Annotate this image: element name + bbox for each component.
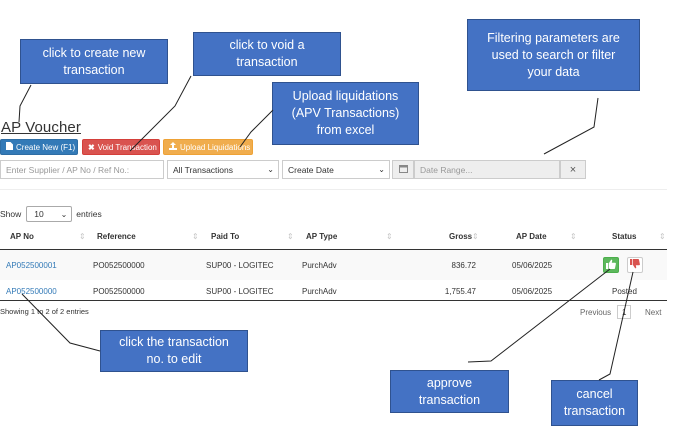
calendar-addon[interactable] (392, 160, 414, 179)
date-type-value: Create Date (288, 164, 334, 175)
divider (0, 189, 667, 190)
search-placeholder: Enter Supplier / AP No / Ref No.: (6, 164, 130, 175)
table-header-border (0, 249, 667, 250)
reference-cell: PO052500000 (93, 261, 145, 270)
status-badge: Posted (612, 287, 637, 296)
times-icon: ✖ (88, 142, 95, 152)
calendar-icon (398, 164, 408, 175)
sort-icon: ⇕ (570, 232, 577, 241)
sort-icon: ⇕ (79, 232, 86, 241)
date-range-placeholder: Date Range... (420, 164, 473, 175)
page-title: AP Voucher (1, 119, 81, 136)
page-size-value: 10 (34, 209, 44, 219)
previous-button[interactable]: Previous (580, 307, 612, 317)
gross-cell: 1,755.47 (444, 287, 476, 296)
thumbs-down-icon (630, 256, 640, 274)
paid-to-cell: SUP00 - LOGITEC (206, 261, 274, 270)
column-header-ap-date[interactable]: AP Date (516, 232, 547, 241)
connector-filter (543, 97, 599, 155)
table-bottom-border (0, 300, 667, 301)
page-1-button[interactable]: 1 (617, 305, 632, 319)
sort-icon: ⇕ (287, 232, 294, 241)
next-button[interactable]: Next (645, 307, 662, 317)
cancel-button[interactable] (627, 257, 643, 273)
entries-label: entries (76, 209, 102, 219)
sort-icon: ⇕ (386, 232, 393, 241)
search-input[interactable]: Enter Supplier / AP No / Ref No.: (0, 160, 164, 179)
void-transaction-label: Void Transaction (97, 142, 157, 152)
callout-upload: Upload liquidations (APV Transactions) f… (272, 82, 419, 145)
create-new-button[interactable]: Create New (F1) (0, 139, 78, 155)
page-size-select[interactable]: 10 ⌄ (26, 206, 73, 222)
ap-type-cell: PurchAdv (302, 287, 337, 296)
create-new-label: Create New (F1) (16, 142, 76, 152)
show-entries: Show 10 ⌄ entries (0, 206, 102, 222)
paid-to-cell: SUP00 - LOGITEC (206, 287, 274, 296)
ap-no-link[interactable]: AP052500000 (6, 287, 57, 296)
ap-type-cell: PurchAdv (302, 261, 337, 270)
column-header-gross[interactable]: Gross (449, 232, 473, 241)
sort-icon: ⇕ (472, 232, 479, 241)
sort-icon: ⇕ (659, 232, 666, 241)
callout-approve: approve transaction (390, 370, 509, 413)
date-range-input[interactable]: Date Range... (414, 160, 560, 179)
upload-icon (169, 142, 177, 152)
ap-date-cell: 05/06/2025 (512, 261, 553, 270)
transactions-value: All Transactions (173, 164, 233, 175)
callout-cancel: cancel transaction (551, 380, 638, 426)
upload-liquidations-button[interactable]: Upload Liquidations (163, 139, 253, 155)
sort-icon: ⇕ (192, 232, 199, 241)
column-header-ap-no[interactable]: AP No (10, 232, 34, 241)
upload-liquidations-label: Upload Liquidations (180, 142, 251, 152)
approve-button[interactable] (603, 257, 619, 273)
chevron-down-icon: ⌄ (60, 210, 68, 219)
column-header-reference[interactable]: Reference (97, 232, 136, 241)
thumbs-up-icon (606, 256, 616, 274)
file-icon (6, 142, 13, 152)
connector-create (18, 84, 32, 123)
close-icon: × (569, 163, 577, 176)
ap-date-cell: 05/06/2025 (512, 287, 553, 296)
void-transaction-button[interactable]: ✖ Void Transaction (82, 139, 160, 155)
clear-date-button[interactable]: × (560, 160, 586, 179)
callout-edit: click the transaction no. to edit (100, 330, 248, 372)
chevron-down-icon: ⌄ (267, 165, 274, 174)
gross-cell: 836.72 (451, 261, 476, 270)
ap-no-link[interactable]: AP052500001 (6, 261, 57, 270)
show-label: Show (0, 209, 22, 219)
reference-cell: PO052500000 (93, 287, 145, 296)
transactions-select[interactable]: All Transactions ⌄ (167, 160, 279, 179)
column-header-ap-type[interactable]: AP Type (306, 232, 338, 241)
callout-filter: Filtering parameters are used to search … (467, 19, 640, 91)
chevron-down-icon: ⌄ (378, 165, 385, 174)
column-header-paid-to[interactable]: Paid To (211, 232, 240, 241)
callout-create: click to create new transaction (20, 39, 168, 84)
callout-void: click to void a transaction (193, 32, 341, 76)
column-header-status[interactable]: Status (612, 232, 637, 241)
table-info: Showing 1 to 2 of 2 entries (0, 307, 89, 316)
connector-edit (21, 293, 101, 352)
date-type-select[interactable]: Create Date ⌄ (282, 160, 390, 179)
